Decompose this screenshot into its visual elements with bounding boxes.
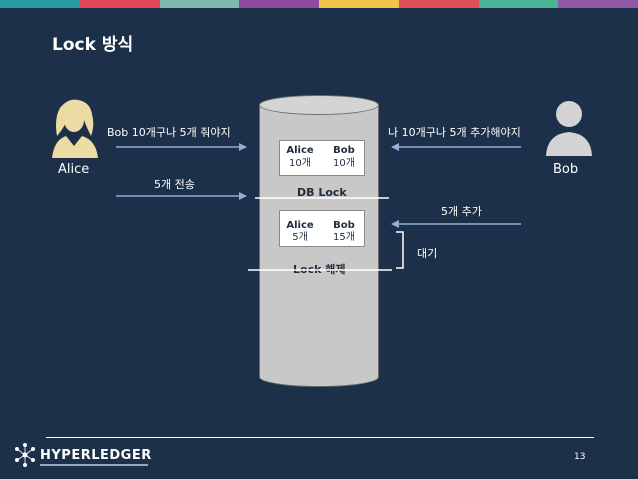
after-alice-value: 5개 <box>292 232 308 243</box>
wait-bracket <box>396 231 404 269</box>
top-strip-segment <box>159 0 240 8</box>
bob-request-text: 나 10개구나 5개 추가해야지 <box>388 126 521 139</box>
footer-logo-text: HYPERLEDGER <box>40 448 152 463</box>
before-bob-header: Bob <box>333 145 355 156</box>
top-strip-segment <box>398 0 479 8</box>
page-number: 13 <box>574 452 586 462</box>
alice-request-text: Bob 10개구나 5개 줘야지 <box>107 126 231 139</box>
before-bob-value: 10개 <box>333 158 355 169</box>
db-state-before: Alice Bob 10개 10개 <box>279 140 365 176</box>
hyperledger-logo-icon <box>15 443 35 467</box>
before-alice-value: 10개 <box>289 158 311 169</box>
database-cylinder-top <box>259 95 379 115</box>
top-strip-segment <box>239 0 319 8</box>
top-strip-segment <box>558 0 638 8</box>
male-user-icon <box>546 101 592 156</box>
after-alice-header: Alice <box>286 220 314 231</box>
alice-send-text: 5개 전송 <box>154 178 195 191</box>
footer-divider <box>46 437 594 438</box>
top-color-strip <box>0 0 638 8</box>
footer-logo-subline <box>40 464 148 466</box>
female-user-icon <box>52 99 98 158</box>
after-bob-value: 15개 <box>333 232 355 243</box>
top-strip-segment <box>319 0 399 8</box>
db-state-after: Alice Bob 5개 15개 <box>279 210 365 247</box>
db-lock-label: DB Lock <box>297 186 347 199</box>
bob-label: Bob <box>553 162 579 177</box>
before-alice-header: Alice <box>286 145 314 156</box>
wait-text: 대기 <box>417 247 438 260</box>
bob-add-text: 5개 추가 <box>441 205 482 218</box>
top-strip-segment <box>79 0 160 8</box>
top-strip-segment <box>0 0 80 8</box>
slide-title: Lock 방식 <box>52 35 134 55</box>
top-strip-segment <box>478 0 559 8</box>
after-bob-header: Bob <box>333 220 355 231</box>
alice-label: Alice <box>58 162 90 177</box>
